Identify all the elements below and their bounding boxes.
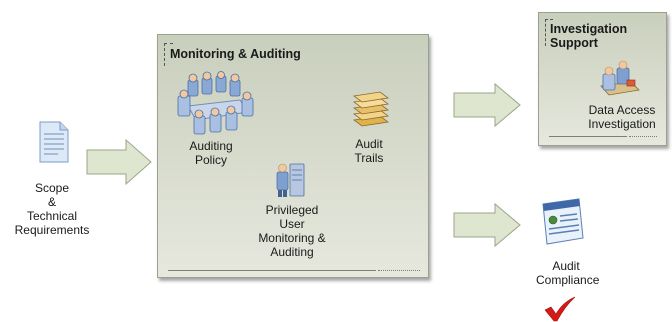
document-icon <box>39 121 69 163</box>
monitoring-box-title: Monitoring & Auditing <box>170 47 301 61</box>
scope-document <box>36 120 70 164</box>
audit-compliance-label: Audit Compliance <box>536 259 600 287</box>
stacked-files-icon <box>352 91 390 127</box>
audit-compliance-node <box>541 198 585 248</box>
auditing-policy-node <box>174 71 256 138</box>
auditing-policy-label: Auditing Policy <box>189 139 233 167</box>
scope-label: Scope & Technical Requirements <box>14 181 90 237</box>
data-access-node <box>597 60 641 100</box>
investigation-box-title: Investigation Support <box>550 22 628 50</box>
monitoring-auditing-box: Monitoring & Auditing <box>157 34 429 278</box>
arrow-input-to-monitoring <box>86 138 152 186</box>
meeting-group-icon <box>177 71 254 135</box>
privileged-user-node <box>274 158 308 198</box>
browser-window-icon <box>542 198 584 245</box>
box-corner-marker <box>545 19 553 46</box>
audit-trails-node <box>350 88 390 128</box>
user-at-server-icon <box>276 163 305 197</box>
audit-trails-label: Audit Trails <box>354 137 384 165</box>
investigation-support-box: Investigation Support <box>538 12 667 146</box>
box-bottom-dots <box>378 270 420 271</box>
box-bottom-rule <box>168 270 376 271</box>
box-bottom-dots <box>629 136 657 137</box>
arrow-to-compliance <box>453 202 521 248</box>
box-corner-marker <box>164 43 173 66</box>
box-bottom-rule <box>549 136 627 137</box>
data-access-label: Data Access Investigation <box>588 103 656 131</box>
people-at-desk-icon <box>600 60 640 96</box>
arrow-to-investigation <box>453 82 521 128</box>
privileged-user-label: Privileged User Monitoring & Auditing <box>258 203 326 259</box>
checkmark-icon <box>544 296 576 322</box>
